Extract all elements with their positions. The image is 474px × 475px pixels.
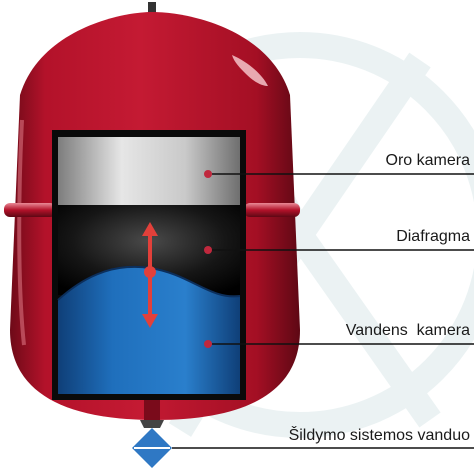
air-chamber (58, 137, 240, 205)
tank-highlight-left (17, 119, 26, 346)
tank-top-fitting (148, 2, 156, 14)
tank-highlight (232, 55, 268, 86)
label-air-chamber: Oro kamera (385, 152, 470, 169)
water-chamber (58, 266, 240, 394)
leader-diaphragm (204, 246, 474, 254)
label-heating-water: Šildymo sistemos vanduo (288, 427, 470, 444)
label-water-chamber: Vandens kamera (345, 322, 470, 339)
label-diaphragm: Diafragma (396, 228, 470, 245)
tank-seam-ring-left (4, 203, 56, 217)
leader-air (204, 170, 474, 178)
leader-water (204, 340, 474, 348)
tank-outlet (144, 400, 160, 420)
movement-arrow (142, 222, 158, 328)
tank-seam-ring-right (244, 203, 300, 217)
outlet-connector (140, 420, 164, 428)
